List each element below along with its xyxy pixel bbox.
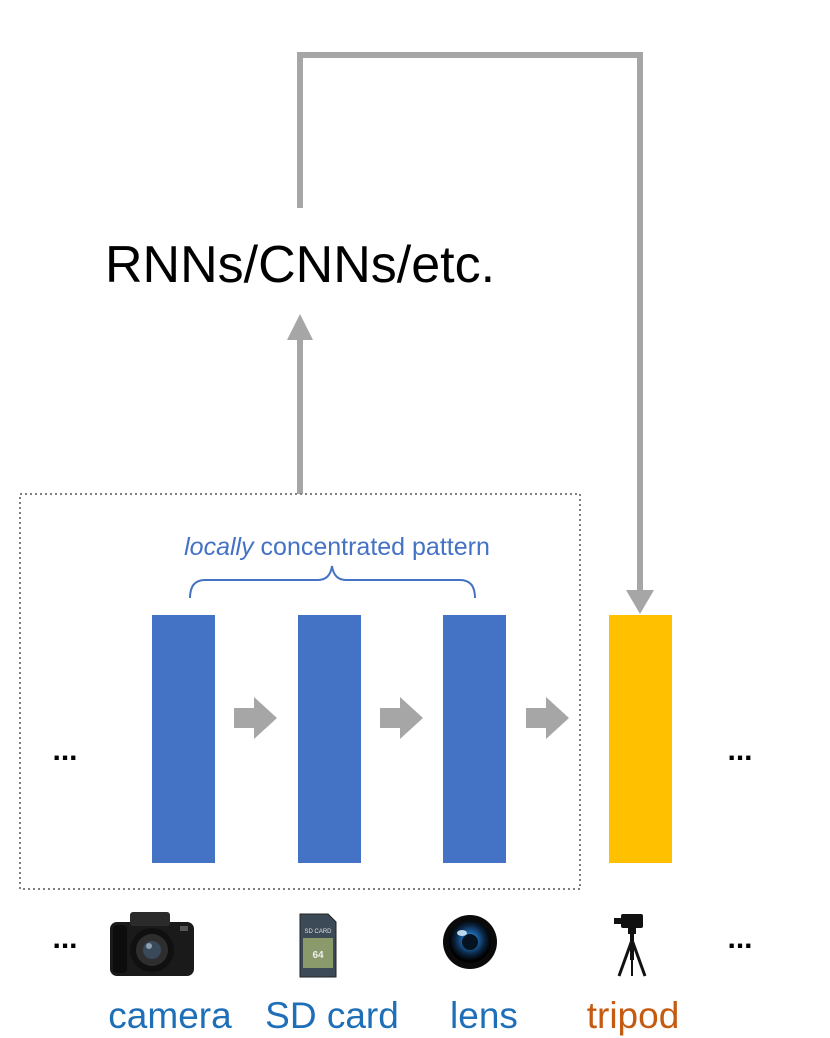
lens-label: lens — [450, 995, 518, 1036]
sd-card-brand: SD CARD — [304, 929, 332, 935]
sequence-arrow-1 — [234, 697, 277, 739]
feedback-loop-arrow — [297, 52, 643, 593]
ellipsis-left-blocks: ... — [52, 734, 77, 767]
sd-card-label: SD card — [265, 995, 399, 1036]
model-label: RNNs/CNNs/etc. — [105, 236, 495, 294]
lens-icon — [443, 915, 497, 969]
sequence-arrow-3 — [526, 697, 569, 739]
pattern-label-rest: concentrated pattern — [254, 533, 490, 561]
tripod-block — [609, 615, 672, 863]
pattern-label: locally concentrated pattern — [184, 533, 490, 561]
pattern-brace — [189, 565, 476, 599]
context-window-box — [19, 493, 581, 890]
tripod-icon — [614, 914, 647, 977]
sd-card-block — [298, 615, 361, 863]
sd-card-icon: SD CARD 64 — [299, 913, 337, 978]
sequence-arrow-2 — [380, 697, 423, 739]
camera-label: camera — [108, 995, 232, 1036]
ellipsis-left-icons: ... — [52, 922, 77, 955]
input-arrowhead — [287, 314, 313, 340]
lens-block — [443, 615, 506, 863]
camera-icon — [110, 912, 194, 976]
sd-card-capacity: 64 — [312, 950, 324, 961]
pattern-label-emphasis: locally — [184, 533, 255, 561]
ellipsis-right-blocks: ... — [727, 734, 752, 767]
ellipsis-right-icons: ... — [727, 922, 752, 955]
tripod-label: tripod — [587, 995, 680, 1036]
feedback-arrowhead — [626, 590, 654, 614]
camera-block — [152, 615, 215, 863]
